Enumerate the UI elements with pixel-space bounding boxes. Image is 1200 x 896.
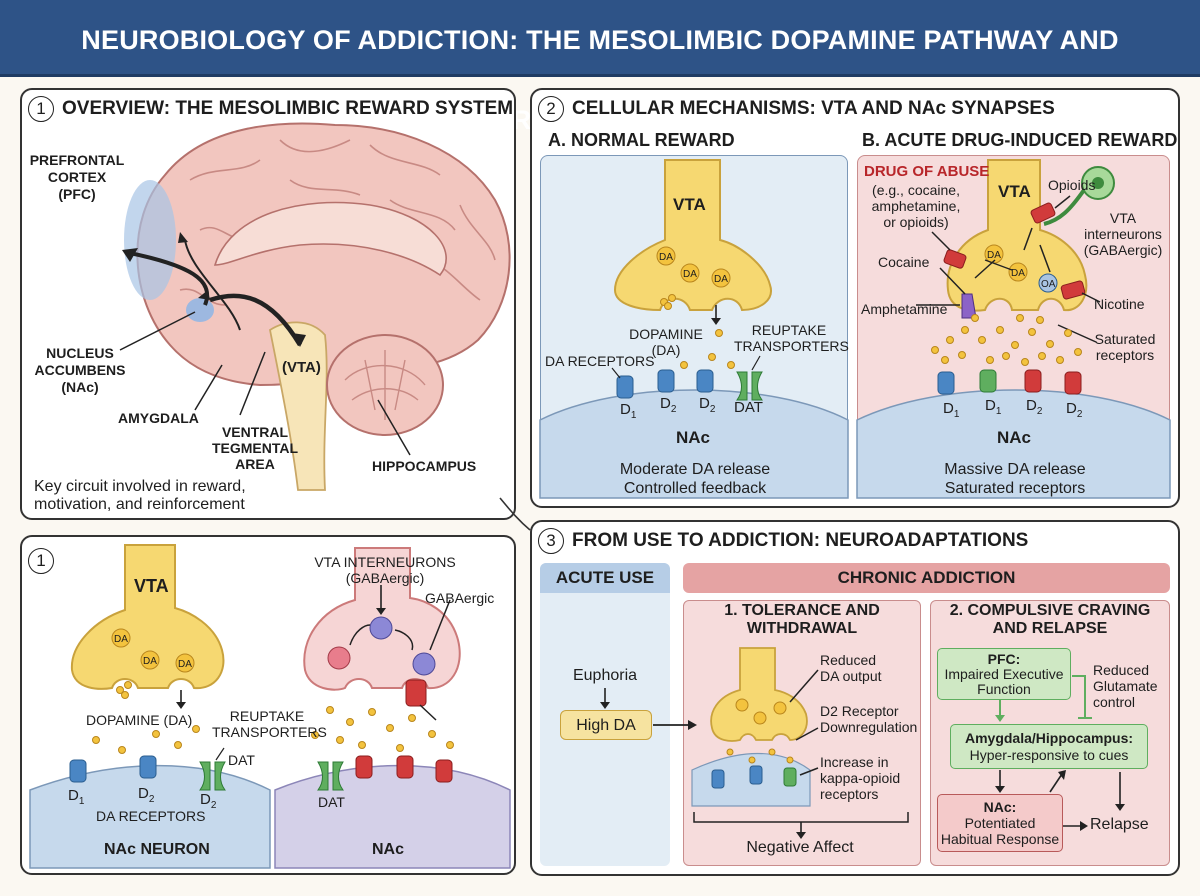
da-vesicle-label: DA	[143, 656, 157, 667]
dat-label-a: DAT	[734, 399, 763, 416]
panel-number: 1	[28, 548, 54, 574]
panel-synapse-number: 1	[28, 548, 54, 574]
amygdala-box: Amygdala/Hippocampus:Hyper-responsive to…	[950, 724, 1148, 769]
interneurons-label-detail: VTA INTERNEURONS(GABAergic)	[314, 554, 456, 586]
panel-number: 3	[538, 528, 564, 554]
relapse-label: Relapse	[1090, 816, 1149, 833]
normal-reward-title: A. NORMAL REWARD	[548, 130, 735, 150]
chronic-addiction-header: CHRONIC ADDICTION	[683, 563, 1170, 593]
d1-label: D1	[620, 401, 637, 422]
d2-label: D2	[699, 395, 716, 416]
panel-number: 2	[538, 96, 564, 122]
da-vesicle-label: DA	[714, 274, 728, 285]
d2-label: D2	[1066, 400, 1083, 421]
title-bar: NEUROBIOLOGY OF ADDICTION: THE MESOLIMBI…	[0, 0, 1200, 135]
dat-label-detail: DAT	[228, 752, 255, 768]
high-da-box: High DA	[560, 710, 652, 740]
panel-cellular-title: 2 CELLULAR MECHANISMS: VTA AND NAc SYNAP…	[538, 96, 1055, 122]
da-vesicle-label: DA	[178, 659, 192, 670]
da-vesicle-label: DA	[1011, 268, 1025, 279]
dopamine-label-a: DOPAMINE(DA)	[629, 326, 703, 358]
da-vesicle-label: DA	[114, 634, 128, 645]
nicotine-label: Nicotine	[1094, 296, 1145, 312]
dopamine-label-detail: DOPAMINE (DA)	[86, 712, 193, 728]
da-vesicle-label: DA	[683, 269, 697, 280]
gabaergic-label: GABAergic	[425, 590, 495, 606]
dat-label-detail-right: DAT	[318, 794, 345, 810]
oa-vesicle-label: OA	[1041, 279, 1056, 290]
d1-label: D1	[68, 787, 85, 808]
vta-label-b: VTA	[998, 182, 1031, 201]
da-receptors-label-a: DA RECEPTORS	[545, 353, 655, 369]
vta-label-a: VTA	[673, 195, 706, 214]
cocaine-label: Cocaine	[878, 254, 930, 270]
d1-label: D1	[943, 400, 960, 421]
opioids-label: Opioids	[1048, 177, 1096, 193]
panel-neuroadaptations-title: 3 FROM USE TO ADDICTION: NEUROADAPTATION…	[538, 528, 1028, 554]
amphetamine-label: Amphetamine	[861, 301, 948, 317]
vta-label-detail: VTA	[134, 576, 169, 596]
nac-label-a: NAc	[676, 428, 711, 447]
overview-caption: Key circuit involved in reward,motivatio…	[34, 478, 246, 513]
drug-of-abuse-label: DRUG OF ABUSE	[864, 163, 990, 180]
da-vesicle-label: DA	[987, 250, 1001, 261]
d2-label: D2	[138, 785, 155, 806]
nac-label-detail: NAc	[372, 841, 405, 858]
d2-label: D2	[200, 791, 217, 812]
drug-reward-title: B. ACUTE DRUG-INDUCED REWARD	[862, 130, 1178, 150]
acute-use-header: ACUTE USE	[540, 563, 670, 593]
negative-affect-label: Negative Affect	[746, 839, 854, 856]
da-receptors-label-detail: DA RECEPTORS	[96, 808, 206, 824]
nac-label-b: NAc	[997, 428, 1032, 447]
euphoria-label: Euphoria	[572, 667, 638, 684]
d2-label: D2	[660, 395, 677, 416]
hippocampus-label: HIPPOCAMPUS	[372, 458, 477, 474]
d1-label: D1	[985, 397, 1002, 418]
amygdala-label: AMYGDALA	[118, 410, 199, 426]
da-vesicle-label: DA	[659, 252, 673, 263]
panel-overview-title: 1 OVERVIEW: THE MESOLIMBIC REWARD SYSTEM	[28, 96, 513, 122]
nac-neuron-label: NAc NEURON	[104, 841, 210, 858]
vta-tag: (VTA)	[282, 359, 321, 376]
panel-number: 1	[28, 96, 54, 122]
drug-examples-label: (e.g., cocaine,amphetamine,or opioids)	[871, 182, 961, 230]
d2-label: D2	[1026, 397, 1043, 418]
